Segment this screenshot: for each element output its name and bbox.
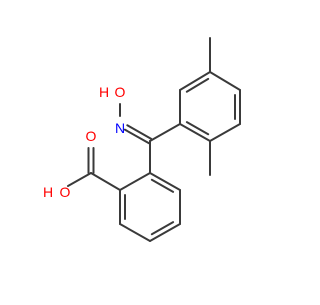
bond-c-oh <box>66 172 92 188</box>
atom-label-carbonyl-oxygen: O <box>86 128 97 144</box>
bond-benzoic-ring <box>119 172 151 191</box>
bond-benzoic-ring <box>149 223 181 242</box>
bond-imine-double <box>126 124 153 140</box>
bond-imine-double <box>123 128 150 145</box>
bond-benzoic-ring <box>119 223 151 242</box>
bond-aryl-ring-inner <box>185 77 210 93</box>
bond-aryl-ring <box>209 71 241 91</box>
atom-label-oxime-oxygen: O <box>115 84 126 100</box>
atom-label-acid-oxygen: O <box>60 184 71 200</box>
atom-label-oxime-hydrogen: H <box>99 84 109 100</box>
bond-single <box>149 123 181 142</box>
bond-aryl-ring <box>179 123 211 142</box>
atom-label-nitrogen: N <box>115 120 125 136</box>
bond-benzoic-ring-inner <box>150 178 175 193</box>
bond-aryl-ring <box>179 71 211 91</box>
atom-label-acid-hydrogen: H <box>43 184 53 200</box>
bond-layer <box>66 37 241 242</box>
bond-single <box>90 172 121 191</box>
bond-aryl-ring <box>209 123 241 142</box>
bond-benzoic-ring-inner <box>150 221 175 236</box>
bond-aryl-ring-inner <box>185 121 210 136</box>
bond-benzoic-ring <box>149 172 181 191</box>
